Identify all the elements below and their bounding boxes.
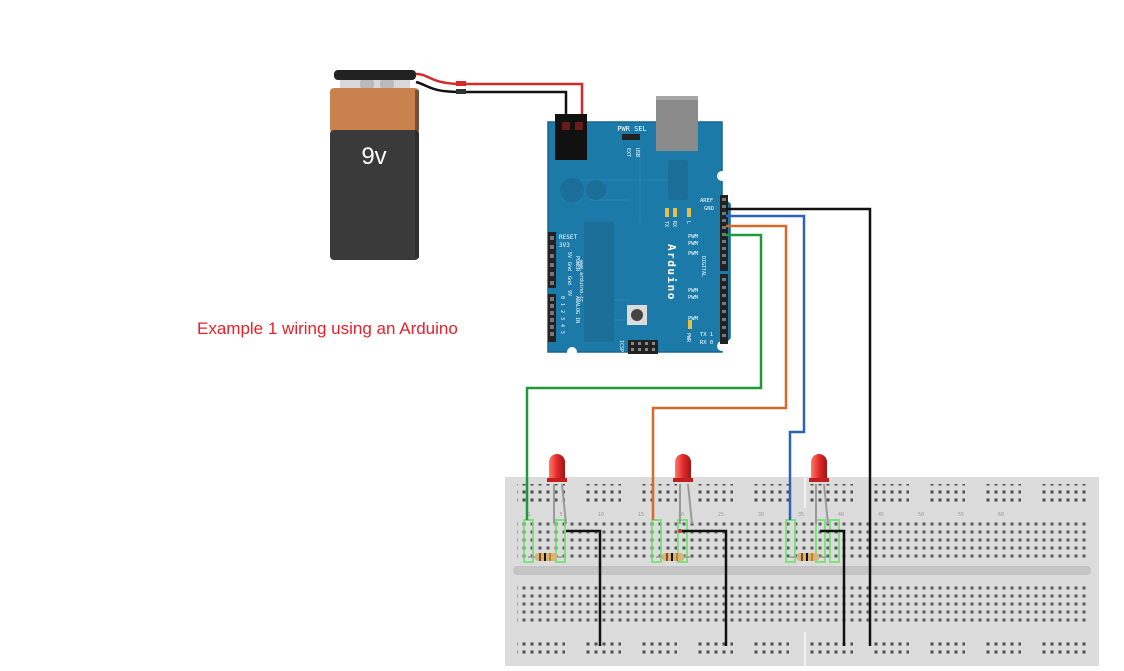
- battery-clip: [334, 70, 416, 80]
- led-icon[interactable]: [547, 454, 567, 525]
- led-icon[interactable]: [809, 454, 829, 525]
- header-label-9v: 9V: [566, 290, 572, 296]
- ext-label: EXT: [625, 148, 631, 157]
- column-number: 40: [838, 512, 844, 518]
- breadboard: 151015202530354045505560: [505, 477, 1099, 666]
- pwm-label: PWM: [688, 234, 699, 240]
- arduino-board: PWR SEL EXT USB TX RX L Arduino www.ardu…: [547, 96, 731, 357]
- column-number: 50: [918, 512, 924, 518]
- battery-label: 9v: [361, 143, 386, 170]
- column-number: 60: [998, 512, 1004, 518]
- rx-led-label: RX: [671, 221, 677, 227]
- resistor-icon[interactable]: [656, 553, 690, 561]
- resistor-icon[interactable]: [790, 553, 826, 561]
- power-header: [548, 232, 556, 288]
- green-signal-wire[interactable]: [525, 233, 763, 520]
- mounting-hole: [567, 347, 577, 357]
- mounting-hole: [717, 171, 727, 181]
- txd-label: TX 1: [700, 332, 713, 338]
- usb-port-icon[interactable]: [656, 96, 698, 151]
- pwm-label: PWM: [688, 251, 699, 257]
- ground-wire-3[interactable]: [820, 529, 846, 646]
- analog-in-label: ANALOG IN: [574, 296, 580, 323]
- pwm-label: PWM: [688, 295, 699, 301]
- battery-body: [330, 130, 419, 260]
- pwr-led-label: PWR: [685, 333, 691, 343]
- led-circuit-2: [656, 454, 728, 646]
- pwr-sel-label: PWR SEL: [617, 125, 647, 133]
- header-label-gnd: Gnd: [566, 262, 572, 271]
- icsp-label: ICSP: [618, 340, 624, 352]
- aref-label: AREF: [700, 198, 713, 204]
- column-number: 45: [878, 512, 884, 518]
- rxd-label: RX 0: [700, 340, 713, 346]
- analog-pin-label: 1: [559, 303, 565, 306]
- column-number: 30: [758, 512, 764, 518]
- arduino-brand: Arduino: [665, 244, 678, 301]
- diagram-caption: Example 1 wiring using an Arduino: [197, 319, 458, 338]
- power-label: POWER: [574, 256, 580, 272]
- icsp-header: [628, 340, 658, 354]
- header-label-gnd: Gnd: [566, 276, 572, 285]
- dc-barrel-jack-icon[interactable]: [555, 114, 587, 160]
- arduino-site: www.arduino.cc: [578, 260, 584, 302]
- header-label-5v: 5V: [566, 252, 572, 258]
- led-icon[interactable]: [673, 454, 693, 525]
- center-channel: [513, 566, 1091, 575]
- pwm-label: PWM: [688, 288, 699, 294]
- pwr-sel-jumper[interactable]: [622, 134, 640, 140]
- ground-wire-1[interactable]: [566, 529, 602, 646]
- led-circuit-3: [790, 454, 846, 646]
- header-label-reset: RESET: [559, 234, 577, 241]
- ground-wire-2[interactable]: [680, 529, 728, 646]
- column-number: 35: [798, 512, 804, 518]
- gnd-wire[interactable]: [726, 207, 872, 646]
- tx-led-label: TX: [663, 221, 669, 227]
- battery-black-wire[interactable]: [415, 80, 568, 126]
- analog-pin-label: 4: [559, 324, 565, 327]
- analog-pin-label: 0: [559, 296, 565, 299]
- column-number: 25: [718, 512, 724, 518]
- orange-signal-wire[interactable]: [651, 224, 788, 520]
- column-number: 1: [527, 512, 530, 518]
- column-number: 15: [638, 512, 644, 518]
- analog-pin-label: 3: [559, 317, 565, 320]
- battery-9v[interactable]: 9v: [330, 70, 419, 260]
- header-label-3v3: 3V3: [559, 242, 570, 249]
- battery-top: [330, 88, 419, 133]
- pwm-label: PWM: [688, 241, 699, 247]
- led-circuit-1: [528, 454, 602, 646]
- blue-signal-wire[interactable]: [726, 214, 806, 520]
- pwm-label: PWM: [688, 316, 699, 322]
- terminal-strip-bottom: [517, 582, 1089, 624]
- column-number: 5: [559, 512, 562, 518]
- column-number: 10: [598, 512, 604, 518]
- digital-label: DIGITAL: [700, 256, 706, 277]
- l-led-label: L: [685, 221, 691, 224]
- digital-header-low: [720, 274, 728, 344]
- resistor-icon[interactable]: [528, 553, 564, 561]
- usb-label: USB: [634, 148, 640, 157]
- analog-pin-label: 5: [559, 331, 565, 334]
- column-number: 55: [958, 512, 964, 518]
- gnd-label: GND: [704, 206, 714, 212]
- analog-pin-label: 2: [559, 310, 565, 313]
